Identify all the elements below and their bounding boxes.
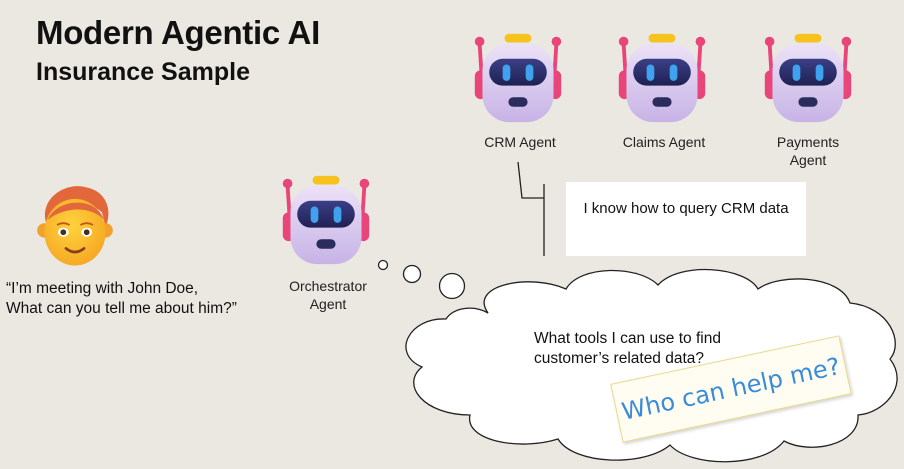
payments-agent-label: Payments Agent <box>748 133 868 169</box>
person-icon <box>37 186 113 266</box>
crm-reply-box: I know how to query CRM data <box>566 182 806 256</box>
crm-agent-label: CRM Agent <box>484 134 556 150</box>
payments-agent-label-line2: Agent <box>789 152 827 168</box>
orchestrator-agent-label-line2: Agent <box>309 296 347 312</box>
user-quote: “I’m meeting with John Doe, What can you… <box>6 280 237 317</box>
orchestrator-agent-robot-icon <box>278 172 374 268</box>
thought-bubble <box>377 259 898 463</box>
orchestrator-agent-label-line1: Orchestrator <box>289 278 367 294</box>
payments-agent-label-line1: Payments <box>776 134 840 150</box>
crm-reply-connector <box>517 161 545 256</box>
claims-agent-label: Claims Agent <box>622 134 706 150</box>
page-subtitle: Insurance Sample <box>36 58 250 86</box>
orchestrator-agent-label: Orchestrator Agent <box>266 277 390 313</box>
page-title: Modern Agentic AI <box>36 14 320 51</box>
claims-agent-robot-icon <box>614 30 710 126</box>
thought-text: What tools I can use to find customer’s … <box>534 330 721 367</box>
payments-agent-robot-icon <box>760 30 856 126</box>
crm-agent-robot-icon <box>470 30 566 126</box>
